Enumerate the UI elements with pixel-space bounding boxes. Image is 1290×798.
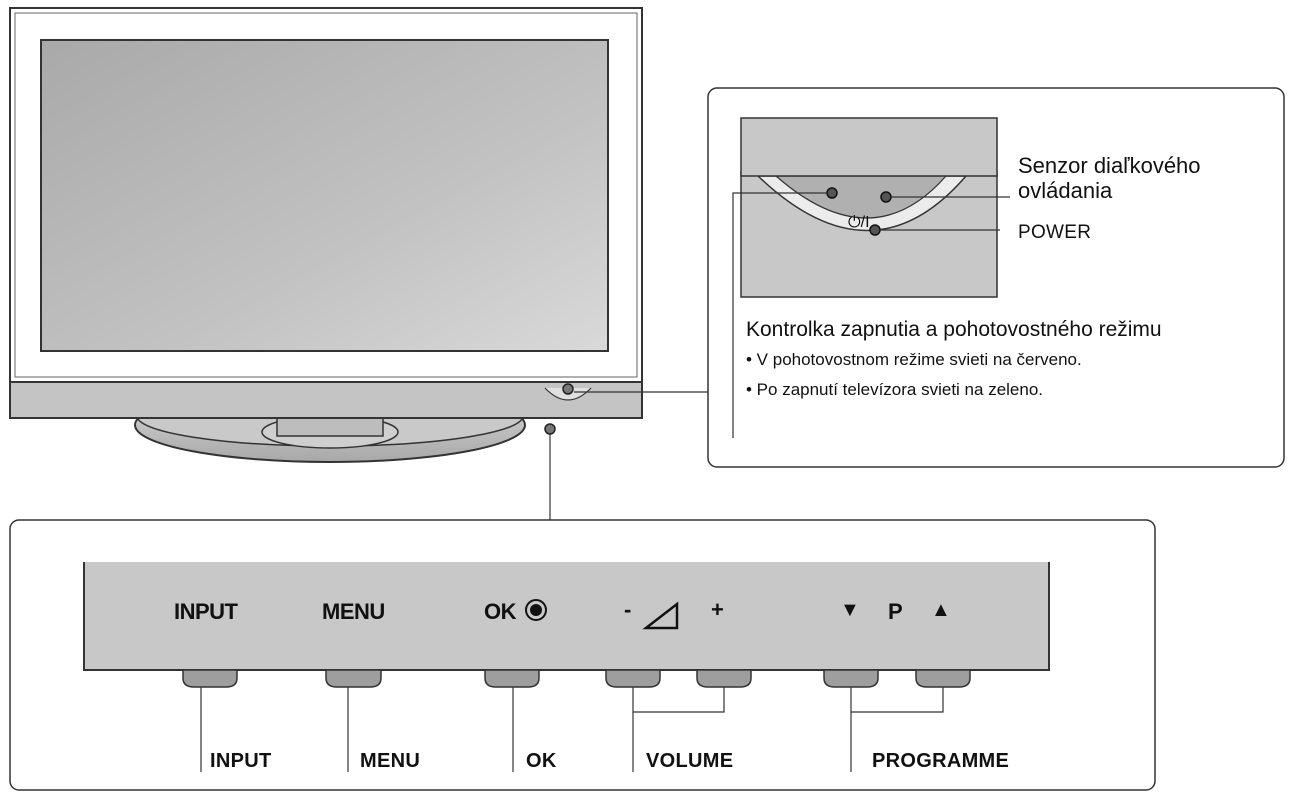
- tv-illustration: [9, 7, 643, 463]
- volume-caption: VOLUME: [646, 750, 734, 772]
- power-label: POWER: [1018, 222, 1092, 243]
- menu-physical-button: [325, 669, 382, 688]
- indicator-bullet-standby: • V pohotovostnom režime svieti na červe…: [746, 350, 1082, 369]
- ok-physical-button: [484, 669, 540, 688]
- programme-caption: PROGRAMME: [872, 750, 1010, 772]
- indicator-panel-arc-inner: [774, 175, 948, 219]
- programme-down-label: ▼: [840, 599, 860, 621]
- power-button-dot: [869, 224, 881, 236]
- programme-leader-line: [850, 687, 944, 713]
- remote-sensor-label: Senzor diaľkového ovládania: [1018, 153, 1201, 203]
- input-caption: INPUT: [210, 750, 272, 772]
- control-callout: [9, 519, 1156, 791]
- programme-down-physical-button: [823, 669, 879, 688]
- volume-up-physical-button: [696, 669, 752, 688]
- volume-icon: [642, 601, 679, 630]
- tv-bottom-bar: [9, 381, 643, 419]
- power-symbol-label: ⏻/I: [848, 214, 870, 231]
- control-panel-strip: [83, 562, 1050, 671]
- volume-minus-label: -: [624, 597, 631, 622]
- volume-down-physical-button: [605, 669, 661, 688]
- menu-caption: MENU: [360, 750, 421, 772]
- standby-led: [826, 187, 838, 199]
- programme-up-label: ▲: [931, 599, 951, 621]
- remote-sensor-label-line1: Senzor diaľkového: [1018, 153, 1201, 178]
- programme-p-label: P: [888, 599, 903, 624]
- ok-circle-icon: [525, 599, 547, 621]
- ok-button-label: OK: [484, 599, 517, 624]
- tv-side-buttons-dot: [544, 423, 556, 435]
- volume-leader-line: [632, 687, 725, 713]
- tv-screen: [40, 39, 609, 352]
- indicator-title: Kontrolka zapnutia a pohotovostného reži…: [746, 318, 1162, 341]
- menu-button-label: MENU: [322, 599, 385, 624]
- indicator-bullet-on: • Po zapnutí televízora svieti na zeleno…: [746, 380, 1044, 399]
- input-physical-button: [182, 669, 238, 688]
- programme-up-physical-button: [915, 669, 971, 688]
- tv-front-led-dot: [562, 383, 574, 395]
- remote-sensor-label-line2: ovládania: [1018, 178, 1113, 203]
- indicator-callout: [707, 87, 1285, 468]
- ok-caption: OK: [526, 750, 557, 772]
- standby-leader-line: [732, 192, 827, 438]
- volume-plus-label: +: [711, 597, 724, 622]
- input-button-label: INPUT: [174, 599, 238, 624]
- physical-buttons: [182, 669, 971, 688]
- indicator-panel-upper: [740, 117, 998, 177]
- remote-sensor: [880, 191, 892, 203]
- tv-frame-inner: [14, 12, 638, 378]
